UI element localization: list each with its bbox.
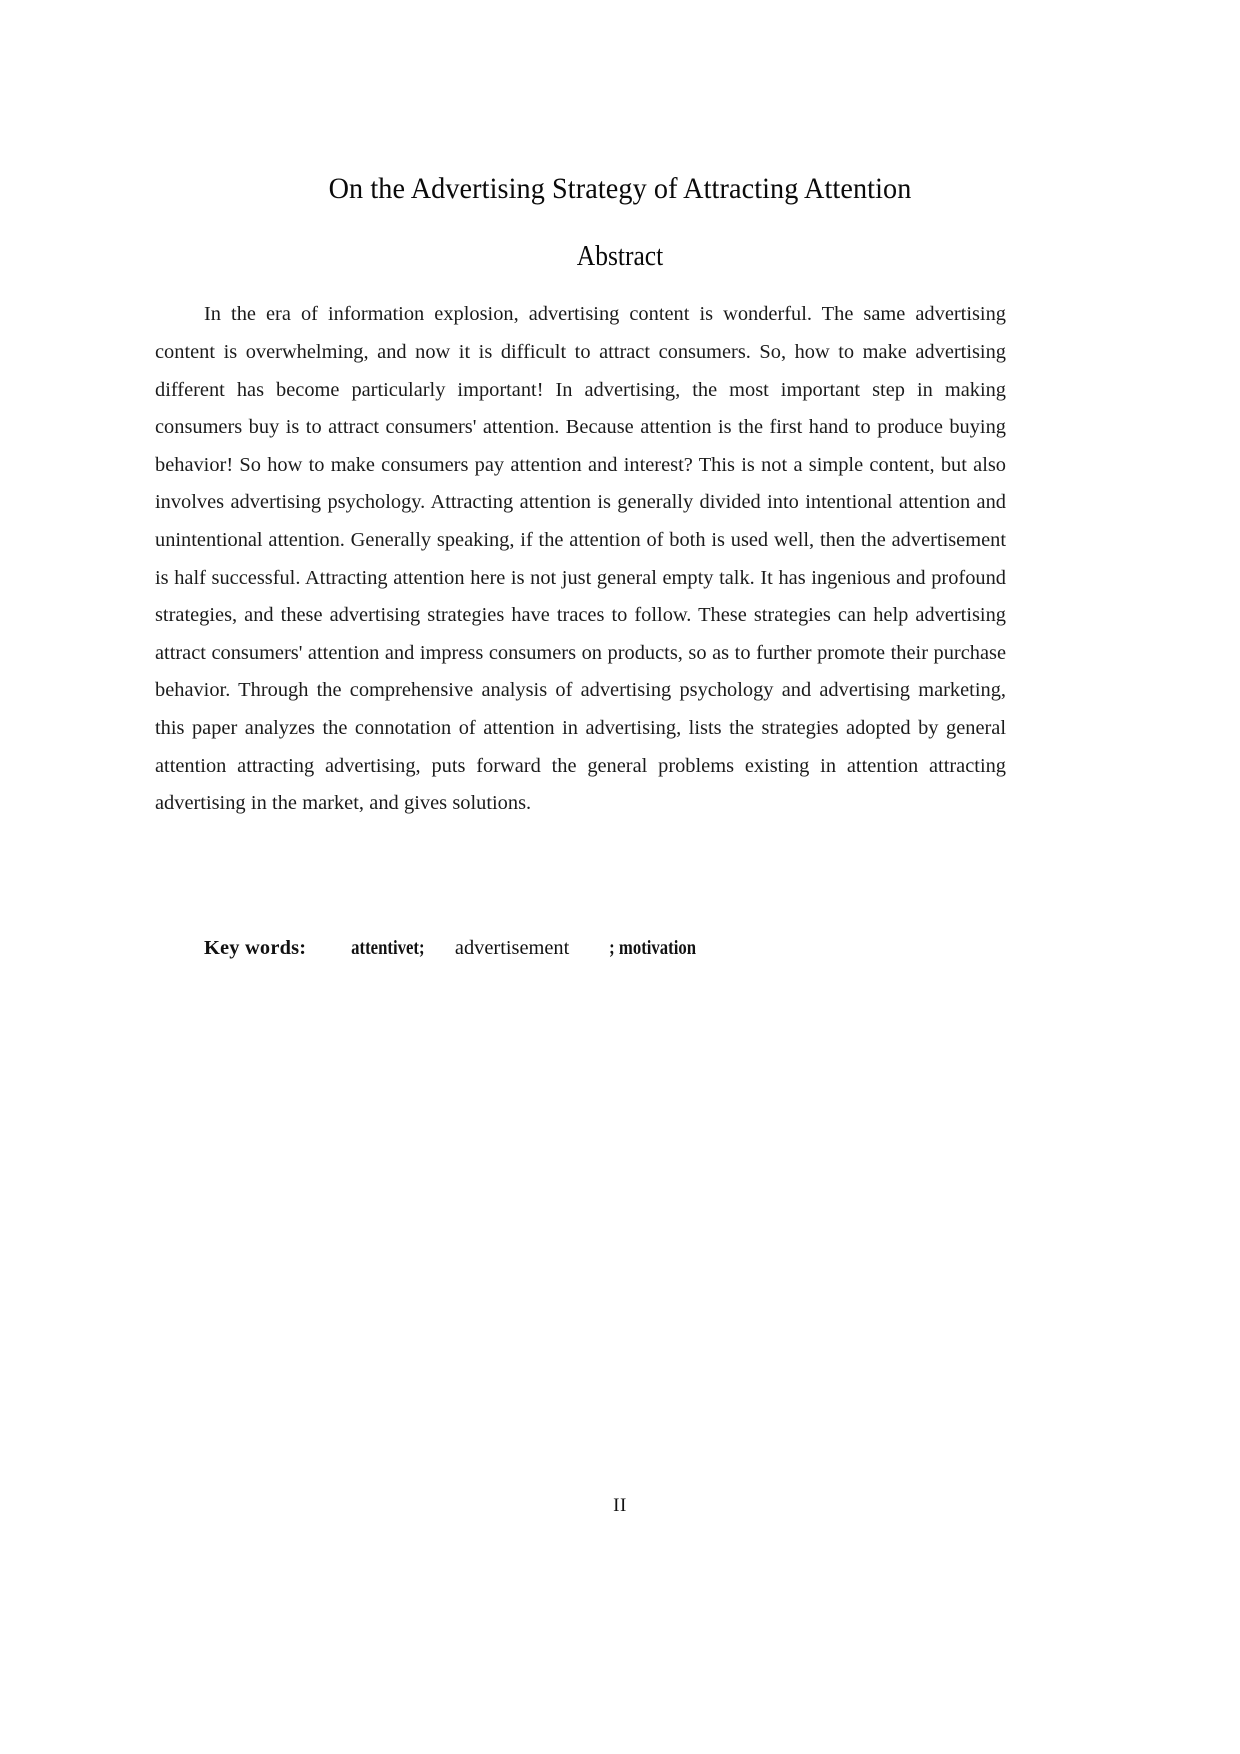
keyword-term-1: attentivet;: [351, 937, 425, 960]
keywords-label: Key words:: [204, 937, 307, 960]
page-number: II: [613, 1495, 627, 1516]
keyword-term-2: advertisement: [454, 937, 570, 960]
keywords-line: Key words: attentivet; advertisement ; mo…: [155, 933, 1006, 963]
abstract-body-text: In the era of information explosion, adv…: [155, 303, 1006, 815]
keyword-term-3: ; motivation: [609, 937, 697, 960]
page-title: On the Advertising Strategy of Attractin…: [328, 172, 912, 206]
abstract-heading: Abstract: [576, 240, 664, 273]
